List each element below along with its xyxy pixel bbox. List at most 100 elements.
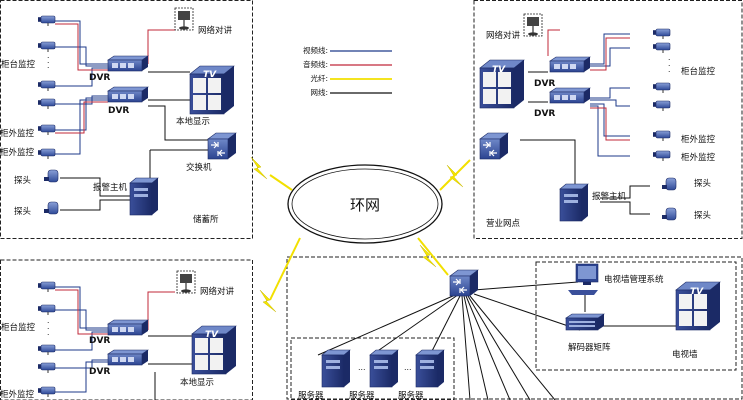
probe-camera-icon: [43, 169, 59, 183]
center-tvwall-label: 电视墙: [672, 349, 698, 360]
ellipsis-dots: …: [404, 363, 412, 372]
fiber-link-third: [269, 237, 301, 301]
camera-icon: [37, 362, 56, 374]
dvr-device-icon: [107, 349, 149, 366]
storage-dvr-label-2: DVR: [108, 106, 129, 116]
storage-outer-label-2: 柜外监控: [0, 147, 35, 158]
intercom-icon: [523, 13, 543, 37]
fiber-link-center: [417, 237, 449, 276]
third-audio-lines: [55, 289, 175, 335]
business-network-lines: [520, 71, 650, 215]
region-third: [0, 259, 253, 400]
legend: 视频线: 音频线: 光纤: 网线:: [303, 45, 392, 97]
storage-video-lines: [55, 20, 108, 155]
region-tvwall: [535, 261, 737, 371]
region-storage: [0, 0, 253, 239]
camera-icon: [652, 28, 671, 40]
core-switch-icon: [449, 269, 479, 297]
server-icon: [321, 349, 351, 388]
ellipsis-dots: .: [47, 316, 49, 325]
camera-icon: [652, 150, 671, 162]
camera-icon: [37, 124, 56, 136]
ring-network-inner: [291, 168, 439, 240]
dvr-device-icon: [107, 319, 149, 336]
camera-icon: [37, 80, 56, 92]
alarm-host-icon: [129, 177, 159, 216]
region-servers: [290, 337, 455, 400]
alarm-host-icon: [559, 183, 589, 222]
site-center: 电视墙管理系统 解码器矩阵 TV 电视墙 … … 服务器 服务器 服务器: [298, 263, 721, 400]
site-storage: . . . 柜台监控 柜外监控 柜外监控 探头 探头 网络对讲 DVR DVR …: [0, 7, 237, 225]
ellipsis-dots: .: [668, 53, 670, 62]
business-video-lines: [590, 33, 630, 157]
third-dvr-label-1: DVR: [89, 336, 110, 346]
third-intercom-label: 网络对讲: [200, 286, 235, 297]
center-server-label-3: 服务器: [398, 390, 424, 400]
tvwall-management-pc-icon: [568, 263, 599, 295]
camera-icon: [652, 82, 671, 94]
ellipsis-dots: .: [47, 51, 49, 60]
center-server-label-1: 服务器: [298, 390, 324, 400]
storage-dvr-label-1: DVR: [89, 73, 110, 83]
business-audio-lines: [547, 29, 630, 141]
camera-icon: [37, 148, 56, 160]
ellipsis-dots: .: [47, 61, 49, 70]
ring-network-outer: [287, 164, 443, 244]
storage-site-name: 储蓄所: [193, 214, 219, 225]
storage-outer-label-1: 柜外监控: [0, 128, 35, 139]
intercom-icon: [176, 270, 196, 294]
storage-tv-label: TV: [203, 70, 217, 80]
site-third: . . . 柜台监控 柜外监控 网络对讲 DVR DVR TV 本地显示: [0, 270, 237, 400]
site-business: . . . 柜台监控 柜外监控 柜外监控 探头 探头 网络对讲 DVR DVR …: [479, 13, 716, 229]
legend-label-video: 视频线:: [303, 45, 328, 55]
server-icon: [415, 349, 445, 388]
fiber-bolt-storage: [250, 156, 268, 180]
storage-alarm-label: 报警主机: [93, 182, 128, 193]
camera-icon: [652, 130, 671, 142]
fiber-link-business: [439, 159, 471, 191]
camera-icon: [37, 98, 56, 110]
third-outer-label: 柜外监控: [0, 389, 35, 400]
business-tv-label: TV: [492, 65, 506, 75]
third-dvr-label-2: DVR: [89, 367, 110, 377]
business-probe-label-1: 探头: [694, 178, 712, 189]
dvr-device-icon: [107, 86, 149, 103]
business-probe-label-2: 探头: [694, 210, 712, 221]
camera-icon: [37, 344, 56, 356]
third-network-lines: [148, 335, 192, 400]
third-tv-label: TV: [205, 330, 219, 340]
network-switch-icon: [479, 132, 509, 160]
camera-icon: [37, 386, 56, 398]
dvr-device-icon: [549, 87, 591, 104]
ellipsis-dots: .: [47, 328, 49, 337]
ellipsis-dots: .: [47, 56, 49, 65]
center-server-label-2: 服务器: [349, 390, 375, 400]
business-site-name: 营业网点: [486, 218, 521, 229]
business-counter-label: 柜台监控: [681, 66, 716, 77]
storage-switch-label: 交换机: [186, 162, 212, 173]
center-tvwall-mgmt-label: 电视墙管理系统: [604, 274, 664, 285]
probe-camera-icon: [661, 177, 677, 191]
dvr-device-icon: [549, 56, 591, 73]
center-tv-label: TV: [690, 287, 704, 297]
center-decoder-label: 解码器矩阵: [568, 342, 611, 353]
probe-camera-icon: [661, 207, 677, 221]
third-video-lines: [55, 286, 108, 393]
third-counter-label: 柜台监控: [1, 322, 36, 333]
network-switch-icon: [207, 132, 237, 160]
ellipsis-dots: .: [668, 59, 670, 68]
ellipsis-dots: …: [358, 363, 366, 372]
camera-icon: [37, 15, 56, 27]
legend-label-network: 网线:: [310, 87, 328, 97]
business-intercom-label: 网络对讲: [486, 30, 521, 41]
probe-camera-icon: [43, 201, 59, 215]
business-outer-label-2: 柜外监控: [681, 152, 716, 163]
business-dvr-label-2: DVR: [534, 109, 555, 119]
business-outer-label-1: 柜外监控: [681, 134, 716, 145]
ellipsis-dots: .: [668, 65, 670, 74]
center-network-lines: [317, 281, 678, 400]
storage-local-display-label: 本地显示: [176, 116, 210, 127]
decoder-matrix-icon: [565, 313, 605, 331]
business-dvr-label-1: DVR: [534, 79, 555, 89]
